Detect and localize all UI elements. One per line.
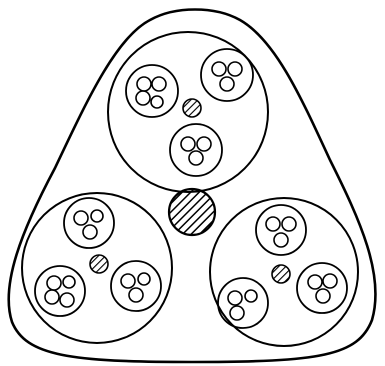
- cluster-right: [210, 198, 358, 346]
- microcircle: [212, 62, 226, 76]
- microcircle: [220, 77, 234, 91]
- subunit: [111, 261, 161, 311]
- microcircle: [228, 291, 242, 305]
- microcircle: [230, 306, 244, 320]
- microcircle: [316, 289, 330, 303]
- core-left: [90, 255, 108, 273]
- microcircle: [83, 225, 97, 239]
- microcircle: [47, 276, 61, 290]
- microcircle: [323, 274, 337, 288]
- subunit: [218, 278, 268, 328]
- microcircle: [152, 77, 166, 91]
- microcircle: [189, 151, 203, 165]
- microcircle: [129, 288, 143, 302]
- microcircle: [91, 210, 103, 222]
- microcircle: [137, 77, 151, 91]
- microcircle: [274, 233, 288, 247]
- microcircle: [138, 273, 150, 285]
- microcircle: [63, 276, 75, 288]
- microcircle: [266, 217, 280, 231]
- subunit: [297, 263, 347, 313]
- microcircle: [245, 290, 257, 302]
- microcircle: [151, 96, 163, 108]
- cluster-top: [108, 32, 268, 192]
- microcircle: [228, 62, 242, 76]
- subunit: [170, 124, 222, 176]
- microcircle: [282, 217, 296, 231]
- subunit: [201, 49, 253, 101]
- subunit: [126, 65, 178, 117]
- microcircle: [45, 290, 59, 304]
- microcircle: [308, 275, 322, 289]
- microcircle: [74, 211, 88, 225]
- microcircle: [136, 91, 150, 105]
- outer-sheath: [9, 10, 376, 363]
- microcircle: [60, 293, 74, 307]
- core-right: [272, 265, 290, 283]
- central-core: [169, 189, 215, 235]
- subunit: [35, 266, 85, 316]
- cluster-left: [22, 193, 172, 343]
- microcircle: [181, 137, 195, 151]
- microcircle: [197, 137, 211, 151]
- core-top: [183, 99, 201, 117]
- subunit: [256, 205, 306, 255]
- subunit: [64, 198, 114, 248]
- microcircle: [121, 274, 135, 288]
